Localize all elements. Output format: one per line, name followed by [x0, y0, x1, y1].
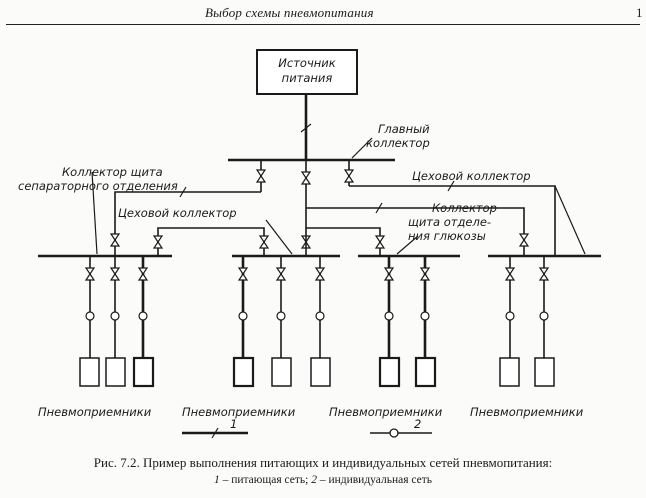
separator-feed-line [114, 191, 261, 256]
main-collector-leader [351, 137, 373, 159]
caption-number-1: 1 [213, 474, 220, 486]
legend-number-2: 2 [414, 417, 421, 431]
shop-collector-left-line [157, 227, 265, 256]
separator-collector-label-line1: Коллектор щита [62, 165, 163, 179]
legend-feed-line: 1 [182, 417, 248, 439]
glucose-collector-label-line2: щита отделе- [408, 215, 491, 229]
caption-number-2: 2 [311, 474, 317, 486]
valve-icon [519, 233, 529, 247]
shop-collector-right-label: Цеховой коллектор [412, 169, 531, 183]
figure-caption-line1: Рис. 7.2. Пример выполнения питающих и и… [93, 455, 553, 470]
source-label-line2: питания [282, 71, 333, 85]
feed-line-marker [179, 186, 187, 198]
legend-individual-line: 2 [370, 417, 432, 438]
legend-number-1: 1 [230, 417, 237, 431]
caption-text-2: – индивидуальная сеть [316, 474, 433, 486]
caption-text-1: – питающая сеть; [219, 474, 312, 486]
receiver-branches [85, 256, 549, 358]
feed-line-marker [375, 202, 383, 214]
separator-collector-leader [91, 171, 98, 255]
header-rule [6, 24, 640, 25]
valve-icon [259, 235, 269, 249]
receivers-label-1: Пневмоприемники [38, 405, 152, 419]
feed-line-marker [447, 180, 455, 192]
separator-collector-label-line2: сепараторного отделения [18, 179, 178, 193]
valve-icon [301, 171, 311, 185]
valve-icon [153, 235, 163, 249]
page-header-title: Выбор схемы пневмопитания [205, 5, 374, 20]
valve-icon [375, 235, 385, 249]
receivers-label-4: Пневмоприемники [470, 405, 584, 419]
sub-feed-line [305, 208, 381, 256]
feed-line-marker [300, 123, 312, 133]
figure-caption-line2: 1 – питающая сеть; 2 – индивидуальная се… [0, 474, 646, 486]
main-collector-label-line2: коллектор [366, 136, 430, 150]
shop-collector-left-label: Цеховой коллектор [118, 206, 237, 220]
shop-collector-left-leader [265, 219, 293, 255]
page-number: 1 [636, 5, 643, 20]
source-label-line1: Источник [278, 56, 335, 70]
receivers-label-3: Пневмоприемники [329, 405, 443, 419]
glucose-collector-leader [396, 235, 419, 255]
receivers-label-2: Пневмоприемники [182, 405, 296, 419]
receiver-boxes [79, 356, 555, 388]
valve-icon [110, 233, 120, 247]
valve-icon [256, 169, 266, 183]
valve-icon [344, 169, 354, 183]
power-source-box: Источник питания [256, 49, 358, 95]
glucose-collector-label-line1: Коллектор [432, 201, 497, 215]
shop-collector-right-leader [554, 185, 586, 255]
glucose-collector-label-line3: ния глюкозы [408, 229, 486, 243]
main-collector-label-line1: Главный [378, 122, 430, 136]
